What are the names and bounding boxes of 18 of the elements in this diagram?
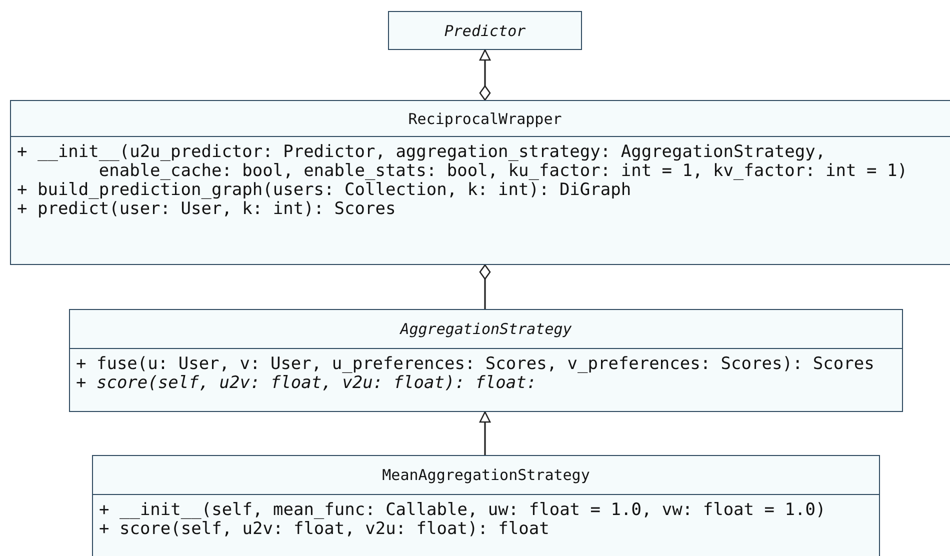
connector — [479, 264, 491, 309]
class-box — [388, 11, 582, 50]
method-signature: + __init__(self, mean_func: Callable, uw: float = 1.0, vw: float = 1.0) — [99, 501, 827, 520]
method-signature: + __init__(u2u_predictor: Predictor, aggregation_strategy: AggregationStrategy, enable_cache: bool, enable_stats: bool, ku_factor: int = 1, kv_factor: int = 1) — [17, 143, 908, 181]
method-signature: + score(self, u2v: float, v2u: float): float: — [76, 374, 538, 393]
class-name: AggregationStrategy — [400, 320, 572, 338]
method-signature: + predict(user: User, k: int): Scores — [17, 200, 397, 219]
class-box — [92, 455, 880, 556]
class-name: ReciprocalWrapper — [408, 110, 562, 128]
class-box — [10, 100, 950, 265]
class-name: MeanAggregationStrategy — [382, 466, 590, 484]
class-box — [69, 309, 903, 412]
method-signature: + build_prediction_graph(users: Collection, k: int): DiGraph — [17, 181, 632, 200]
method-signature: + fuse(u: User, v: User, u_preferences: Scores, v_preferences: Scores): Scores — [76, 355, 876, 374]
method-signature: + score(self, u2v: float, v2u: float): float — [99, 520, 550, 539]
connector — [479, 49, 491, 101]
connector — [479, 411, 491, 455]
class-name: Predictor — [444, 22, 526, 40]
